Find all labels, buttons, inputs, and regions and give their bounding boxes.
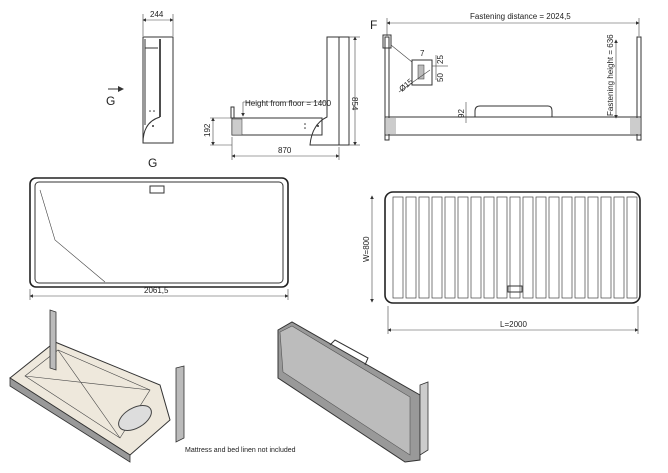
slat — [587, 196, 599, 299]
isometric-closed-bed — [277, 321, 429, 463]
slat — [431, 196, 443, 299]
slat — [483, 196, 495, 299]
handle-height-dim: 92 — [457, 109, 466, 118]
slat — [405, 196, 417, 299]
slat — [509, 196, 521, 299]
slat — [626, 196, 638, 299]
slat — [574, 196, 586, 299]
slat — [392, 196, 404, 299]
closed-length-dim: 2061,5 — [144, 286, 169, 295]
detail-diameter: Ø15 — [398, 77, 416, 94]
detail-dim-25: 25 — [436, 55, 445, 64]
slat — [548, 196, 560, 299]
detail-dim-7: 7 — [420, 49, 425, 58]
slat — [444, 196, 456, 299]
slat — [496, 196, 508, 299]
front-view: F Fastening distance = 2024,5 92 7 25 50… — [370, 12, 642, 141]
slat — [418, 196, 430, 299]
slat — [535, 196, 547, 299]
view-arrow-label-g: G — [106, 94, 115, 108]
slat — [561, 196, 573, 299]
depth-dim: 870 — [278, 146, 292, 155]
total-height-dim: 854 — [350, 97, 359, 111]
elevation-view: Height from floor = 1400 192 854 870 — [203, 36, 360, 160]
fastening-height-label: Fastening height = 636 — [606, 34, 615, 116]
isometric-open-bed — [9, 309, 185, 463]
side-view: 244 G G — [106, 10, 174, 170]
top-width-dim: W=800 — [362, 236, 371, 262]
side-width-dim: 244 — [150, 10, 164, 19]
fastening-distance-label: Fastening distance = 2024,5 — [470, 12, 571, 21]
caption: Mattress and bed linen not included — [185, 447, 296, 454]
height-from-floor-label: Height from floor = 1400 — [245, 99, 332, 108]
base-height-dim: 192 — [203, 123, 212, 137]
detail-label-f: F — [370, 18, 377, 32]
top-length-dim: L=2000 — [500, 320, 527, 329]
slats — [392, 196, 638, 299]
slat — [457, 196, 469, 299]
closed-view: 2061,5 — [29, 177, 289, 300]
slat — [470, 196, 482, 299]
slat — [613, 196, 625, 299]
detail-dim-50: 50 — [436, 73, 445, 82]
slat — [522, 196, 534, 299]
view-label-g: G — [148, 156, 157, 170]
slat — [600, 196, 612, 299]
top-view: W=800 L=2000 — [362, 191, 641, 334]
